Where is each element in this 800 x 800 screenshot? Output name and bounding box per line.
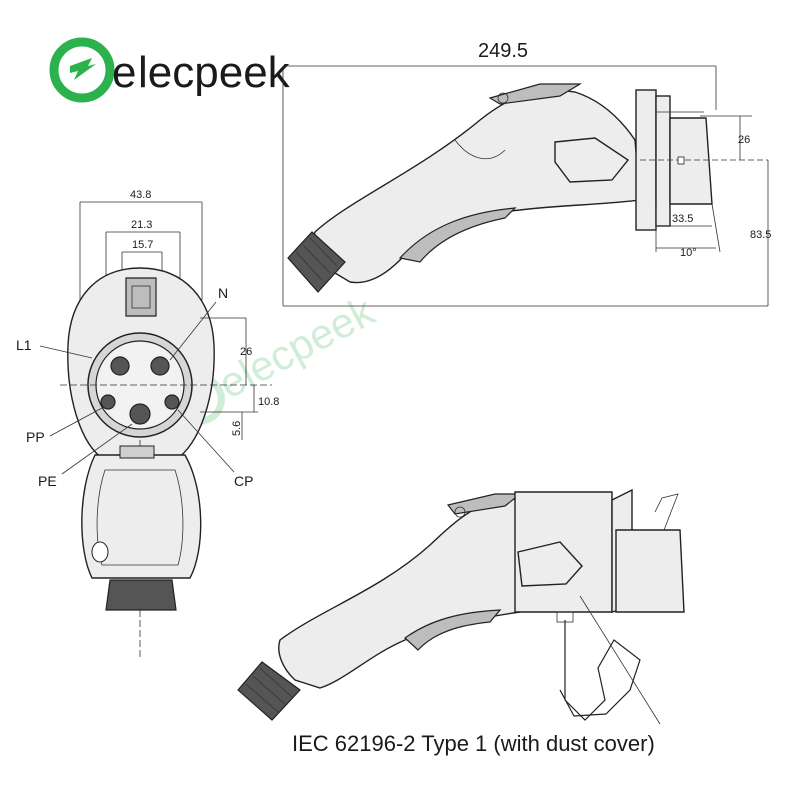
leader-l1 — [39, 345, 93, 359]
front-bottom-tab — [119, 445, 155, 459]
persp-grip — [404, 609, 502, 651]
side-angle: 10° — [680, 247, 697, 259]
persp-window — [517, 541, 583, 587]
front-grip-hole — [91, 541, 109, 563]
logo-ring — [49, 37, 115, 103]
side-window — [554, 137, 630, 183]
persp-latch — [446, 493, 522, 515]
plug-icon — [70, 58, 96, 80]
angle-ref-right — [711, 203, 721, 253]
leader-pp — [49, 407, 103, 437]
persp-handle — [278, 497, 521, 689]
label-cp: CP — [234, 473, 253, 489]
pin-pp — [100, 394, 116, 410]
caption: IEC 62196-2 Type 1 (with dust cover) — [292, 731, 655, 756]
lanyard-anchor — [556, 611, 574, 623]
side-latch — [488, 83, 583, 105]
side-dim-83-5: 83.5 — [750, 229, 771, 241]
front-dim-21-3: 21.3 — [131, 219, 152, 231]
persp-latch-pin — [454, 506, 466, 518]
side-grip — [398, 207, 517, 263]
pin-pe — [129, 403, 151, 425]
side-trigger-curve — [454, 139, 506, 159]
leader-cp — [177, 409, 235, 473]
side-view: 249.5 26 83.5 33.5 1 — [282, 40, 771, 307]
front-dim-15-7: 15.7 — [132, 239, 153, 251]
center-mark — [677, 156, 685, 165]
front-latch-slot — [125, 277, 157, 317]
front-cable-boot — [105, 579, 177, 611]
pin-n-right — [150, 356, 170, 376]
front-view: 43.8 21.3 15.7 26 — [16, 189, 279, 660]
label-pp: PP — [26, 429, 45, 445]
side-handle — [312, 87, 641, 284]
pin-n-l1-left — [110, 356, 130, 376]
front-latch-inner — [131, 285, 151, 309]
label-l1: L1 — [16, 337, 32, 353]
watermark-text: elecpeek — [211, 287, 382, 408]
leader-n — [169, 301, 217, 361]
brand-logo: e lecpeek — [49, 37, 291, 103]
front-dim-26: 26 — [240, 346, 252, 358]
side-cable-boot — [287, 231, 346, 293]
front-grip-inset — [96, 469, 184, 566]
overall-length-label: 249.5 — [478, 40, 528, 62]
latch-pin — [497, 92, 509, 104]
persp-cable-boot — [237, 661, 301, 721]
label-n: N — [218, 285, 228, 301]
side-dim-33-5: 33.5 — [672, 213, 693, 225]
persp-nozzle — [615, 529, 685, 613]
side-head-front — [655, 95, 671, 227]
leader-pe — [61, 423, 133, 475]
persp-clip — [654, 493, 679, 531]
perspective-view — [237, 488, 685, 725]
caption-leader — [579, 595, 661, 725]
logo-wordmark: lecpeek — [138, 48, 291, 97]
front-dim-5-6: 5.6 — [231, 421, 243, 436]
front-dim-10-8: 10.8 — [258, 396, 279, 408]
logo-letter: e — [112, 48, 136, 97]
pin-cp — [164, 394, 180, 410]
front-grip — [81, 454, 202, 579]
side-dim-26: 26 — [738, 134, 750, 146]
label-pe: PE — [38, 473, 57, 489]
dust-cover-lanyard — [559, 620, 641, 721]
front-dim-43-8: 43.8 — [130, 189, 151, 201]
side-nozzle — [669, 117, 713, 205]
